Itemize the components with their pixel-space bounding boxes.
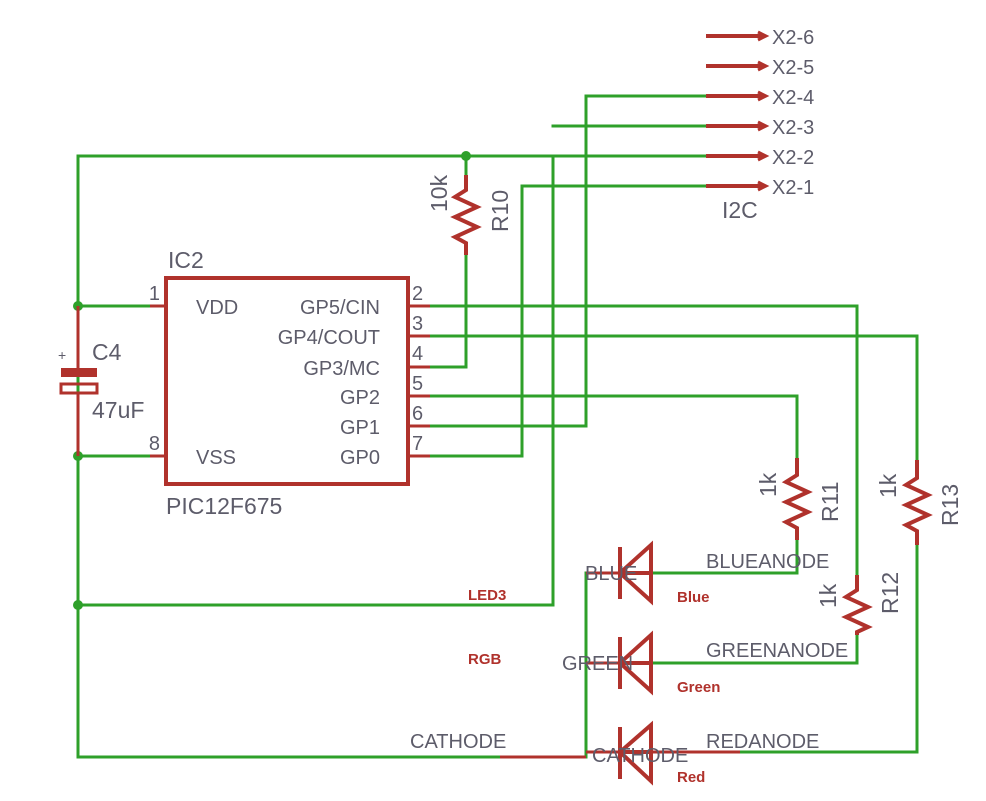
resistor-zigzag: [781, 458, 813, 540]
resistor-zigzag: [450, 175, 482, 255]
net-green-anode: GREENANODE: [706, 640, 848, 662]
led-color-green: Green: [677, 679, 720, 696]
capacitor-name: C4: [92, 339, 122, 365]
net-blue-anode: BLUEANODE: [706, 551, 829, 573]
wire-r10-gp3: [428, 253, 468, 369]
resistor-name: R12: [877, 572, 903, 614]
junction-dot: [73, 600, 83, 610]
resistor-name: R13: [937, 484, 963, 526]
pin-label-gp5: GP5/CIN: [300, 297, 380, 319]
led-color-blue: Blue: [677, 589, 710, 606]
net-cathode: CATHODE: [410, 731, 506, 753]
pin-label-gp0: GP0: [340, 447, 380, 469]
capacitor-value: 47uF: [92, 397, 144, 423]
wire-gp0: [428, 184, 708, 458]
led-value: RGB: [468, 651, 502, 668]
pin-num-5: 5: [412, 373, 423, 395]
ic-name: IC2: [168, 247, 204, 273]
connector-pin-x2-5: X2-5: [772, 57, 814, 79]
pin-num-1: 1: [149, 283, 160, 305]
led-segment-blue: BLUE: [585, 563, 637, 585]
connector-pin-leads: [706, 34, 764, 188]
ic2: IC2 PIC12F675 1 8 VDD VSS 2 3 4 5 6 7 GP…: [149, 247, 430, 519]
ic-pin-lines: [150, 304, 430, 458]
wire-gp5: [428, 304, 859, 577]
pin-num-3: 3: [412, 313, 423, 335]
capacitor-c4: + C4 47uF: [58, 306, 144, 456]
connector-pin-x2-1: X2-1: [772, 177, 814, 199]
led-name: LED3: [468, 587, 506, 604]
connector-pin-arrows: [757, 30, 770, 192]
connector-name: I2C: [722, 197, 758, 223]
net-labels: BLUEANODE GREENANODE REDANODE CATHODE: [410, 551, 848, 753]
wire-r13-red: [738, 543, 919, 754]
resistor-name: R11: [817, 482, 843, 523]
pin-label-gp2: GP2: [340, 387, 380, 409]
pin-label-gp1: GP1: [340, 417, 380, 439]
led-segment-green: GREEN: [562, 653, 633, 675]
connector-pin-x2-6: X2-6: [772, 27, 814, 49]
resistor-name: R10: [487, 190, 513, 232]
ic-body: [164, 276, 410, 486]
resistor-r10: 10k R10: [426, 174, 513, 255]
pin-num-6: 6: [412, 403, 423, 425]
connector-pin-x2-4: X2-4: [772, 87, 814, 109]
capacitor-polarity: +: [58, 347, 66, 363]
wires: [76, 94, 919, 759]
resistor-value: 10k: [426, 174, 452, 212]
resistor-zigzag: [901, 460, 933, 545]
connector-pin-x2-2: X2-2: [772, 147, 814, 169]
net-red-anode: REDANODE: [706, 731, 819, 753]
resistor-value: 1k: [755, 472, 781, 497]
wire-led-common: [76, 154, 555, 607]
resistor-value: 1k: [815, 583, 841, 608]
connector-pin-x2-3: X2-3: [772, 117, 814, 139]
wire-r12-green: [651, 633, 859, 665]
led-common-leads: [500, 571, 740, 759]
resistor-r13: 1k R13: [875, 460, 963, 545]
pin-num-4: 4: [412, 343, 423, 365]
pin-num-2: 2: [412, 283, 423, 305]
pin-label-vdd: VDD: [196, 297, 238, 319]
junction-dot: [461, 151, 471, 161]
led-segment-cathode: CATHODE: [592, 745, 688, 767]
capacitor-plate-top: [61, 368, 97, 377]
wire-gp1: [428, 94, 708, 428]
pin-label-vss: VSS: [196, 447, 236, 469]
pin-num-7: 7: [412, 433, 423, 455]
rgb-led: BLUE GREEN CATHODE Blue Green Red LED3 R…: [468, 540, 740, 786]
wire-gp4: [428, 334, 919, 462]
pin-label-gp3: GP3/MC: [303, 358, 380, 380]
resistor-value: 1k: [875, 473, 901, 498]
resistor-r12: 1k R12: [815, 572, 903, 635]
pin-label-gp4: GP4/COUT: [278, 327, 380, 349]
pin-num-8: 8: [149, 433, 160, 455]
ic-value: PIC12F675: [166, 493, 282, 519]
connector-i2c: X2-6 X2-5 X2-4 X2-3 X2-2 X2-1 I2C: [706, 27, 814, 223]
resistor-r11: 1k R11: [755, 458, 843, 540]
led-color-red: Red: [677, 769, 705, 786]
wire-gp2: [428, 394, 799, 460]
resistor-zigzag: [841, 575, 873, 635]
wire-r11-blue: [651, 538, 799, 575]
